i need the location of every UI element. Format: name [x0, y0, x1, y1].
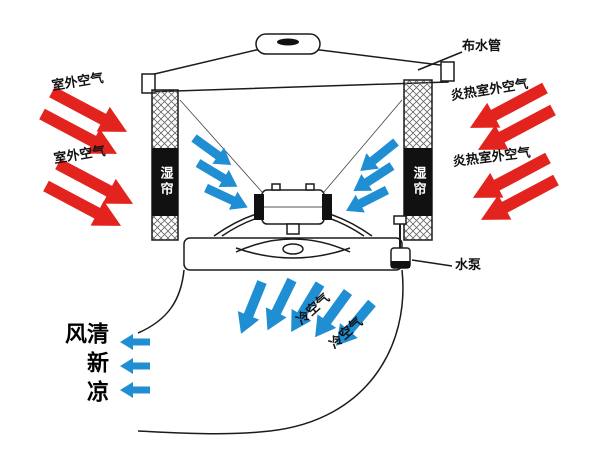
fan-motor	[235, 183, 351, 259]
wet-curtain-label-left: 湿帘	[157, 166, 173, 198]
water-pump-assembly	[390, 215, 411, 269]
fresh-cool-wind-label: 清新凉风	[61, 322, 108, 409]
right-baffle-line	[323, 99, 403, 193]
fan-blade-bottom	[235, 247, 351, 259]
left-baffle-line	[179, 99, 263, 193]
roof-canopy	[141, 33, 455, 94]
water-pump-leader-line	[411, 259, 453, 267]
roof-corner-left	[141, 73, 156, 94]
fan-hub	[286, 223, 300, 235]
water-pump-label: 水泵	[455, 258, 482, 273]
water-pipe-leader-line	[417, 51, 463, 71]
top-vent-oval	[277, 38, 299, 46]
wet-curtain-label-right: 湿帘	[410, 166, 426, 198]
fan-blade-top	[235, 238, 351, 253]
water-pipe-label: 布水管	[462, 39, 502, 54]
duct-outer-curve	[137, 269, 404, 435]
left-pad-label-box	[152, 148, 178, 216]
exit-air-arrow-2	[120, 358, 150, 374]
fan-center	[282, 243, 304, 255]
duct-inner-curve	[137, 269, 185, 334]
exit-air-arrow-3	[120, 382, 150, 398]
right-pad-label-box	[404, 148, 432, 216]
wet-curtain-pads	[151, 79, 433, 241]
exit-air-arrow-1	[120, 334, 150, 350]
roof-corner-right	[440, 61, 455, 82]
